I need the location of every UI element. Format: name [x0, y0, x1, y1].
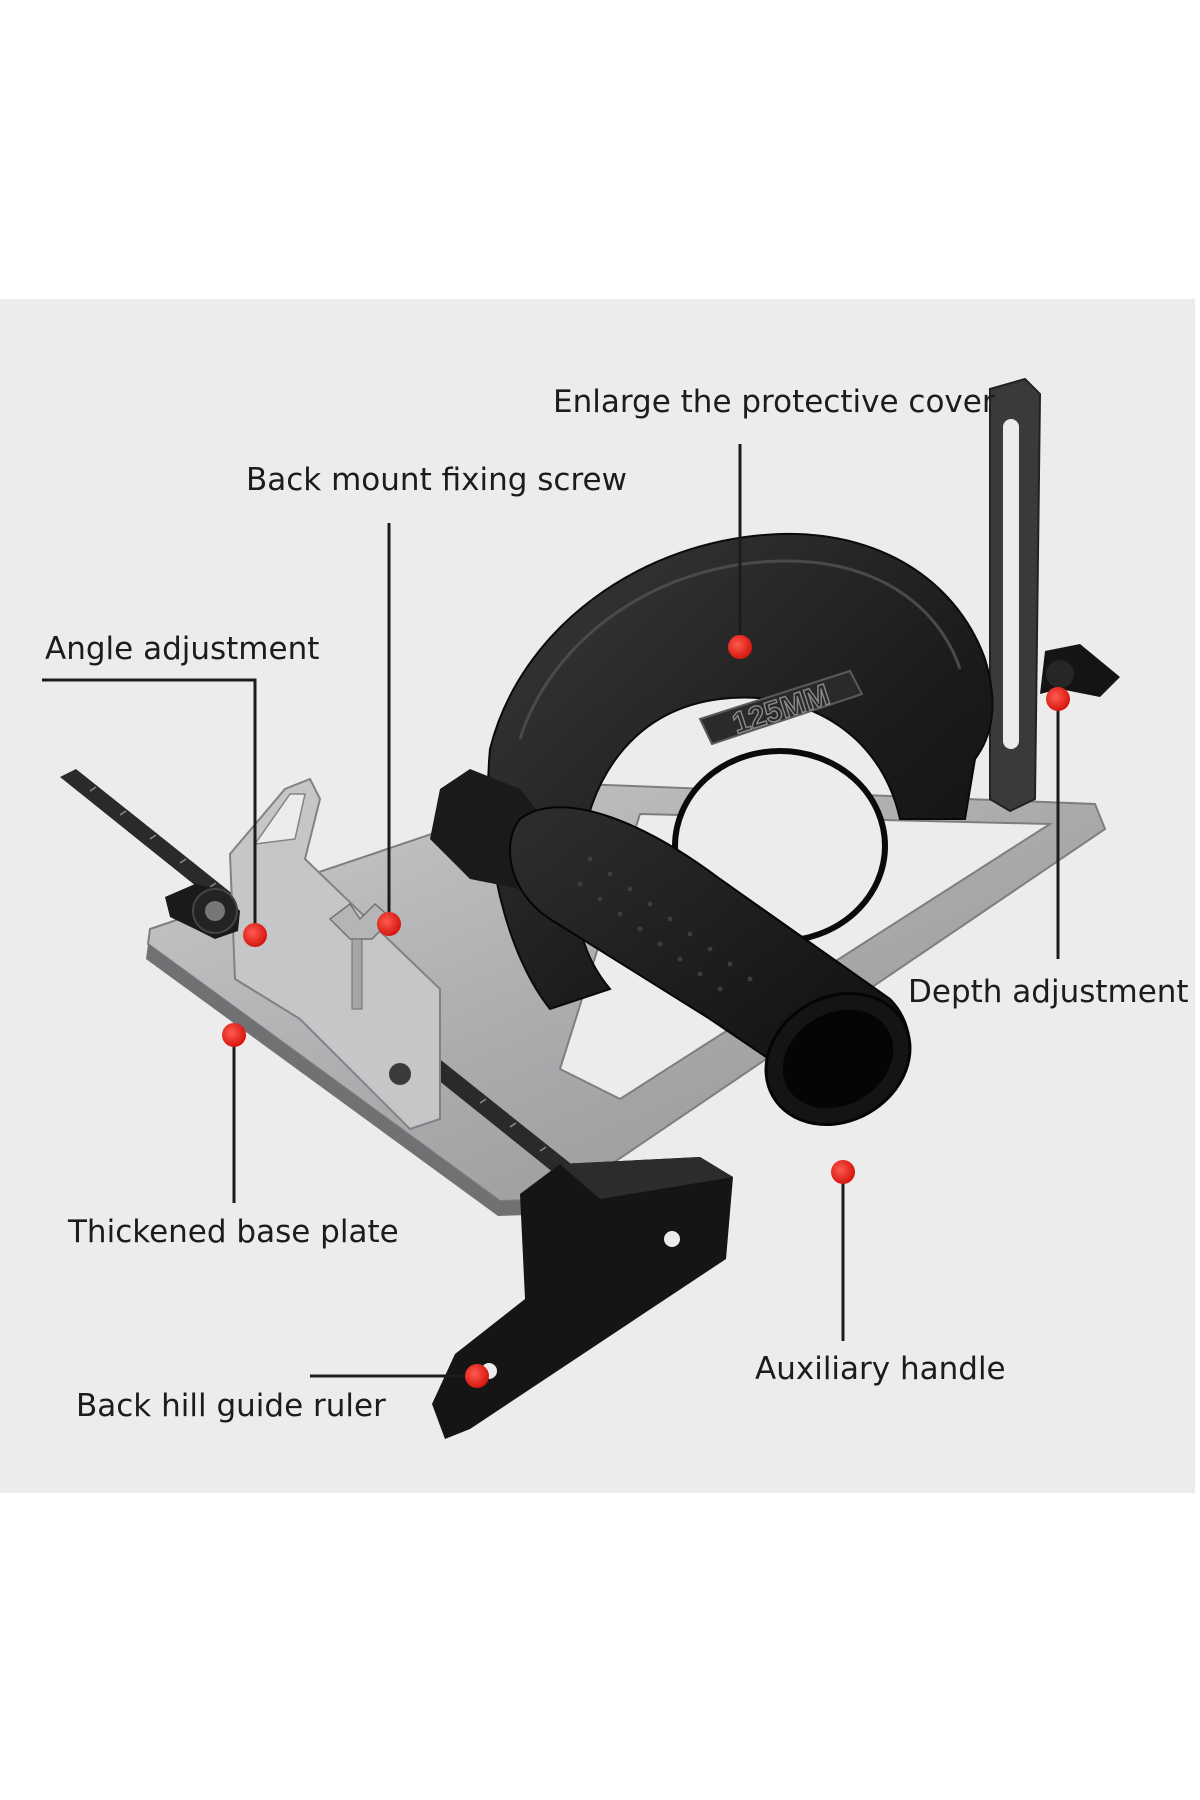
- depth-arm: [989, 377, 1120, 813]
- label-back-hill-guide-ruler: Back hill guide ruler: [76, 1388, 386, 1424]
- marker-thickened-base-plate: [222, 1023, 246, 1047]
- label-thickened-base-plate: Thickened base plate: [68, 1214, 399, 1250]
- wing-screw: [328, 902, 394, 1010]
- angle-knob: [165, 884, 240, 939]
- angle-bracket: [228, 777, 441, 1131]
- leader-line-angle-adjustment: [42, 678, 257, 939]
- marker-auxiliary-handle: [831, 1160, 855, 1184]
- markers: [222, 635, 1070, 1388]
- diagram-panel: 125MM: [0, 299, 1195, 1493]
- label-angle-adjustment: Angle adjustment: [45, 631, 320, 667]
- label-back-mount-fixing-screw: Back mount fixing screw: [246, 462, 627, 498]
- marker-back-hill-guide-ruler: [465, 1364, 489, 1388]
- auxiliary-handle: [430, 769, 912, 1126]
- marker-depth-adjustment: [1046, 687, 1070, 711]
- label-depth-adjustment: Depth adjustment: [908, 974, 1189, 1010]
- marker-enlarge-protective-cover: [728, 635, 752, 659]
- marker-angle-adjustment: [243, 923, 267, 947]
- angle-grinder-stand-illustration: 125MM: [42, 377, 1120, 1439]
- leader-lines: [42, 444, 1060, 1378]
- label-auxiliary-handle: Auxiliary handle: [755, 1351, 1006, 1387]
- marker-back-mount-fixing-screw: [377, 912, 401, 936]
- label-enlarge-protective-cover: Enlarge the protective cover: [553, 384, 995, 420]
